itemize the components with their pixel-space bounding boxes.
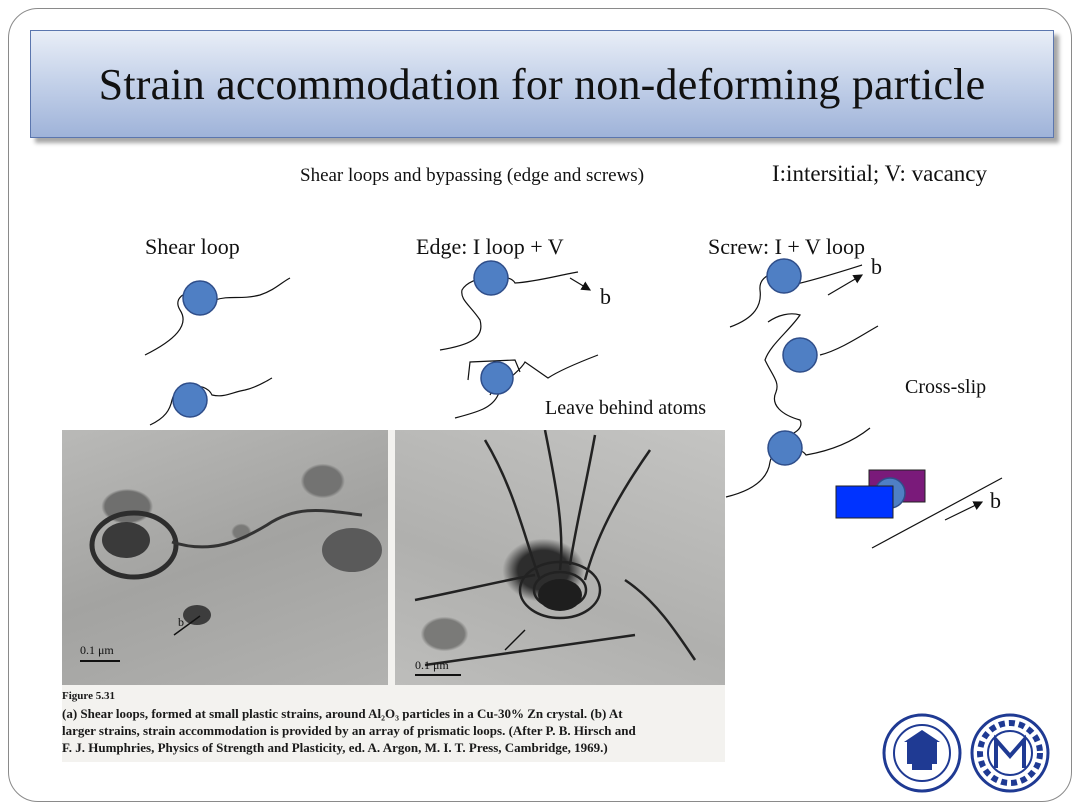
- prismatic-loop-micrograph-art: [414, 430, 697, 667]
- caption-line-2: larger strains, strain accommodation is …: [62, 723, 636, 738]
- defect-legend: I:intersitial; V: vacancy: [772, 161, 988, 186]
- cross-slip-label: Cross-slip: [905, 376, 987, 398]
- caption-line-3: F. J. Humphries, Physics of Strength and…: [62, 740, 608, 755]
- title-banner: Strain accommodation for non-deforming p…: [30, 30, 1054, 138]
- slide-title: Strain accommodation for non-deforming p…: [98, 59, 986, 109]
- mechanical-school-logo: [970, 713, 1050, 793]
- dislocation-lines: [144, 264, 1003, 549]
- caption-line-1: (a) Shear loops, formed at small plastic…: [62, 706, 623, 721]
- sjtu-seal-logo: [882, 713, 962, 793]
- particle-shear-bottom: [172, 382, 208, 418]
- scale-bar-a: [80, 660, 120, 662]
- particle-screw-top: [766, 258, 802, 294]
- university-logos: [882, 713, 1050, 793]
- particle-edge-bottom: [480, 361, 514, 395]
- micrograph-panel-b: 0.1 μm: [395, 430, 725, 685]
- edge-loop-label: Edge: I loop + V: [416, 234, 564, 259]
- leave-behind-atoms-label: Leave behind atoms: [545, 397, 707, 419]
- burgers-vector-edge-label: b: [600, 284, 611, 309]
- tem-micrograph-figure: 0.1 μm b 0.1 μm Figure 5.31 (a) Shear lo…: [62, 430, 725, 762]
- particle-edge-top: [473, 260, 509, 296]
- scale-bar-b: [415, 674, 461, 676]
- burgers-vector-screw-label: b: [871, 254, 882, 279]
- micrograph-panel-a: 0.1 μm b: [62, 430, 388, 685]
- particle-screw-middle: [782, 337, 818, 373]
- cross-slip-block-blue: [835, 485, 894, 519]
- figure-caption: Figure 5.31 (a) Shear loops, formed at s…: [62, 688, 725, 756]
- scale-label-b: 0.1 μm: [415, 658, 449, 672]
- burgers-vector-crossslip-label: b: [990, 488, 1001, 513]
- shear-loop-micrograph-art: [89, 509, 382, 636]
- slide-subtitle: Shear loops and bypassing (edge and scre…: [300, 165, 645, 186]
- shear-loop-label: Shear loop: [145, 234, 240, 259]
- figure-number: Figure 5.31: [62, 690, 115, 702]
- particle-shear-top: [182, 280, 218, 316]
- scale-label-a: 0.1 μm: [80, 643, 114, 657]
- particles: [172, 258, 818, 466]
- screw-loop-label: Screw: I + V loop: [708, 234, 866, 259]
- particle-screw-bottom: [767, 430, 803, 466]
- micrograph-b-label: b: [178, 615, 184, 629]
